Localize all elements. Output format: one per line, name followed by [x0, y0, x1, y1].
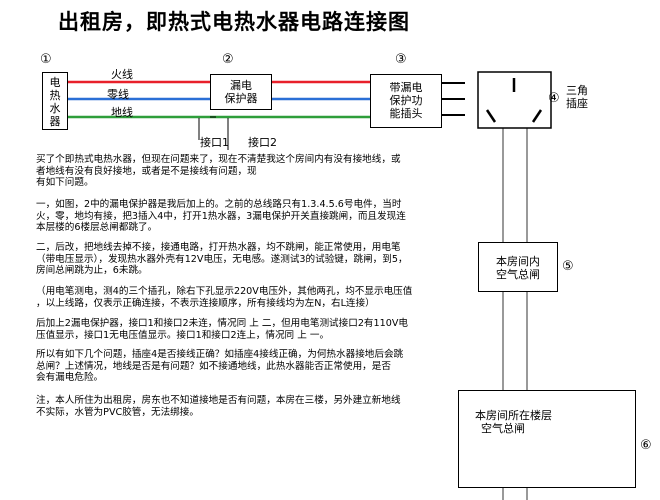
floor-breaker-label-1: 本房间所在楼层: [475, 409, 552, 422]
connector-1-label: 接口1: [200, 136, 229, 149]
marker-4: ④: [548, 91, 560, 106]
floor-breaker-box: 本房间所在楼层 空气总闸: [458, 390, 636, 488]
marker-5: ⑤: [562, 259, 574, 274]
socket-label-2: 插座: [566, 97, 588, 110]
marker-2: ②: [222, 52, 234, 67]
plug-label-1: 带漏电: [389, 81, 423, 94]
live-wire-label: 火线: [111, 68, 133, 81]
leakage-protector-label-2: 保护器: [224, 92, 258, 105]
paragraph-1: 一，如图，2中的漏电保护器是我后加上的。之前的总线路只有1.3.4.5.6号电件…: [36, 199, 406, 234]
heater-label-3: 水: [49, 102, 61, 115]
rcd-plug-box: 带漏电 保护功 能插头: [370, 74, 442, 128]
socket-label: 三角 插座: [566, 84, 588, 110]
paragraph-intro: 买了个即热式电热水器，但现在问题来了，现在不清楚我这个房间内有没有接地线，或 者…: [36, 154, 401, 189]
paragraph-note: 注，本人所住为出租房，房东也不知道接地是否有问题，本房在三楼，另外建立新地线 不…: [36, 395, 401, 418]
socket-hole-right: [531, 109, 543, 123]
heater-box: 电 热 水 器: [42, 72, 68, 130]
heater-label-4: 器: [49, 115, 61, 128]
socket-label-1: 三角: [566, 84, 588, 97]
paragraph-2: 二，后改，把地线去掉不接，接通电路，打开热水器，均不跳闸，能正常使用，用电笔 （…: [36, 242, 408, 277]
connector-2-label: 接口2: [248, 136, 277, 149]
paragraph-3: （用电笔测电，测4的三个插孔，除右下孔显示220V电压外，其他两孔，均不显示电压…: [36, 286, 413, 309]
room-breaker-label-2: 空气总闸: [496, 268, 540, 281]
socket-hole-left: [485, 109, 497, 123]
plug-label-2: 保护功: [389, 94, 423, 107]
heater-label-2: 热: [49, 89, 61, 102]
marker-6: ⑥: [640, 438, 652, 453]
leakage-protector-label-1: 漏电: [230, 79, 252, 92]
heater-label-1: 电: [49, 76, 61, 89]
leakage-protector-box: 漏电 保护器: [210, 74, 272, 110]
floor-breaker-label-2: 空气总闸: [481, 422, 525, 435]
ground-wire-label: 地线: [111, 106, 133, 119]
paragraph-5: 所以有如下几个问题，插座4是否接线正确？如插座4接线正确，为何热水器接地后会跳 …: [36, 349, 404, 384]
paragraph-4: 后加上2漏电保护器，接口1和接口2未连，情况同 上 二，但用电笔测试接口2有11…: [36, 318, 408, 341]
marker-1: ①: [40, 52, 52, 67]
marker-3: ③: [395, 52, 407, 67]
room-breaker-label-1: 本房间内: [496, 255, 540, 268]
neutral-wire-label: 零线: [107, 88, 129, 101]
room-breaker-box: 本房间内 空气总闸: [478, 242, 558, 292]
page-title: 出租房，即热式电热水器电路连接图: [58, 10, 410, 34]
plug-label-3: 能插头: [389, 107, 423, 120]
